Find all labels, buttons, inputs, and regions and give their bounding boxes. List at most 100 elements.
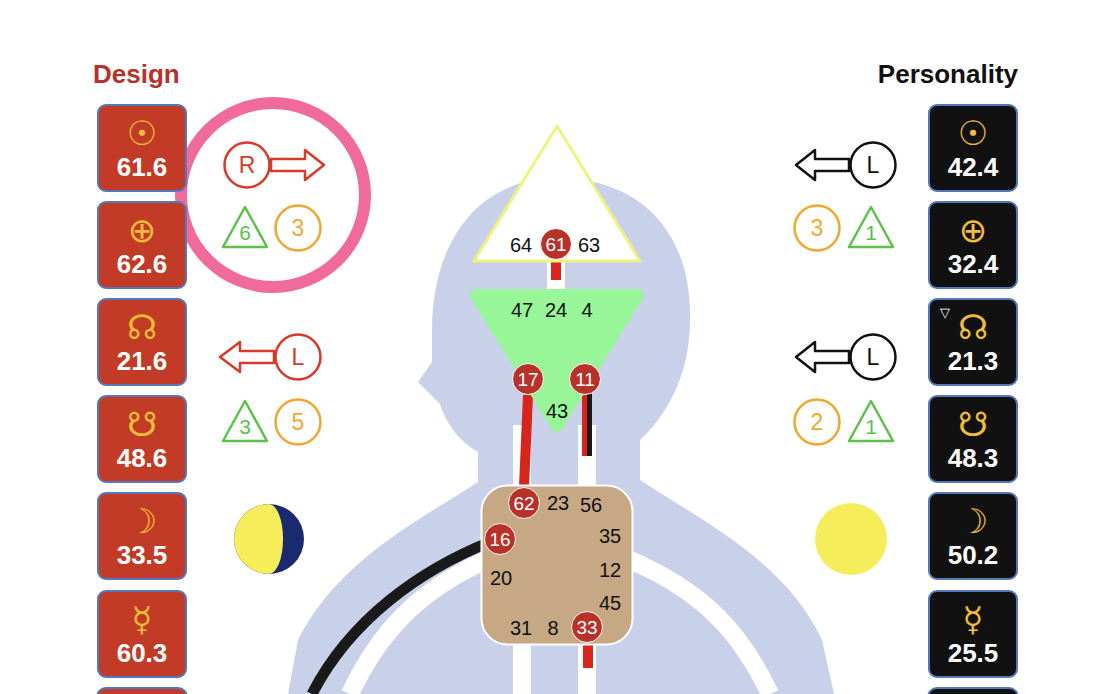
channel-band: [578, 640, 596, 694]
gate-number: 24: [545, 300, 567, 320]
planet-glyph: ☿: [132, 602, 153, 636]
direction-arrow: [796, 342, 849, 372]
variable-number: 1: [865, 222, 877, 243]
moon-phase: [815, 503, 887, 575]
active-gate: 16: [484, 523, 516, 555]
planet-box: ☿ 25.5: [928, 590, 1018, 678]
planet-box: [97, 688, 187, 694]
channel-line: [524, 395, 528, 487]
variable-circle: 3: [273, 203, 323, 253]
gate-number: 61: [545, 235, 566, 254]
gate-number: 12: [599, 560, 621, 580]
active-gate: 33: [571, 611, 603, 643]
gate-number: 17: [517, 370, 538, 389]
active-gate: 62: [508, 487, 540, 519]
gate-number: 4: [581, 300, 592, 320]
gate-number: 47: [511, 300, 533, 320]
planet-glyph: ☉: [127, 116, 157, 150]
active-gate: 11: [569, 363, 601, 395]
variable-letter: 3: [811, 217, 824, 240]
channel-band: [630, 560, 770, 694]
planet-glyph: ⊕: [128, 213, 157, 247]
gate-line-number: 42.4: [948, 154, 999, 180]
planet-glyph: ☽: [127, 504, 157, 538]
gate-number: 35: [599, 526, 621, 546]
variable-triangle: 3: [220, 398, 270, 444]
ajna-center: 47 24 4 43 17 11: [468, 288, 646, 434]
gate-number: 23: [547, 493, 569, 513]
planet-box: ☉61.6: [97, 104, 187, 192]
planet-glyph: ☊: [127, 310, 157, 344]
channel-band: [513, 640, 531, 694]
head-center: 64 63 61: [470, 122, 644, 266]
active-gate: 61: [540, 228, 572, 260]
gate-number: 33: [576, 618, 597, 637]
column-heading: Design: [93, 61, 180, 87]
variable-circle: 3: [792, 203, 842, 253]
planet-box: ☋ 48.3: [928, 395, 1018, 483]
gate-number: 20: [490, 568, 512, 588]
variable-circle: R: [222, 140, 272, 190]
planet-box: ☿ 60.3: [97, 590, 187, 678]
retro-mark: ▽: [940, 306, 950, 319]
planet-box: [928, 688, 1018, 694]
channel-band: [547, 258, 565, 294]
gate-number: 64: [510, 235, 532, 255]
planet-glyph: ☋: [127, 407, 157, 441]
direction-arrow: [271, 150, 324, 180]
variable-number: 6: [239, 222, 251, 243]
gate-line-number: 25.5: [948, 640, 999, 666]
gate-number: 11: [575, 370, 595, 389]
variable-letter: 3: [292, 217, 305, 240]
variable-number: 1: [865, 416, 877, 437]
variable-circle: L: [848, 332, 898, 382]
variable-letter: L: [867, 154, 880, 177]
gate-number: 62: [513, 494, 534, 513]
gate-line-number: 32.4: [948, 251, 999, 277]
body-silhouette: [288, 178, 834, 694]
moon-phase: [234, 504, 283, 574]
variable-letter: 5: [292, 411, 305, 434]
moon-phase: [234, 504, 304, 574]
column-heading: Personality: [878, 61, 1018, 87]
gate-line-number: 48.3: [948, 445, 999, 471]
gate-number: 8: [547, 618, 558, 638]
variable-triangle: 1: [846, 204, 896, 250]
planet-box: ☊21.6: [97, 298, 187, 386]
variable-circle: L: [273, 332, 323, 382]
channel-line: [312, 542, 490, 694]
planet-box: ⊕ 32.4: [928, 201, 1018, 289]
variable-letter: 2: [811, 411, 824, 434]
variable-letter: L: [292, 346, 305, 369]
gate-line-number: 48.6: [117, 445, 168, 471]
channel-line: [582, 392, 587, 456]
gate-number: 16: [489, 530, 510, 549]
planet-box: ☽50.2: [928, 492, 1018, 580]
gate-line-number: 62.6: [117, 251, 168, 277]
gate-number: 43: [546, 401, 568, 421]
gate-number: 63: [578, 235, 600, 255]
active-gate: 17: [512, 363, 544, 395]
gate-number: 45: [599, 593, 621, 613]
planet-box: ⊕ 62.6: [97, 201, 187, 289]
variable-letter: L: [867, 346, 880, 369]
planet-glyph: ☉: [958, 116, 988, 150]
direction-arrow: [220, 342, 274, 372]
planet-glyph: ☿: [963, 602, 984, 636]
planet-box: ☋ 48.6: [97, 395, 187, 483]
variable-circle: 5: [273, 397, 323, 447]
gate-number: 56: [580, 495, 602, 515]
direction-arrow: [796, 150, 849, 180]
gate-number: 31: [510, 618, 532, 638]
planet-box: ☉ 42.4: [928, 104, 1018, 192]
planet-glyph: ☊: [958, 310, 988, 344]
planet-glyph: ☋: [958, 407, 988, 441]
planet-glyph: ⊕: [959, 213, 988, 247]
gate-line-number: 50.2: [948, 542, 999, 568]
variable-number: 3: [239, 416, 251, 437]
gate-line-number: 60.3: [117, 640, 168, 666]
gate-line-number: 21.3: [948, 348, 999, 374]
variable-letter: R: [239, 154, 256, 177]
channel-line: [587, 392, 592, 456]
